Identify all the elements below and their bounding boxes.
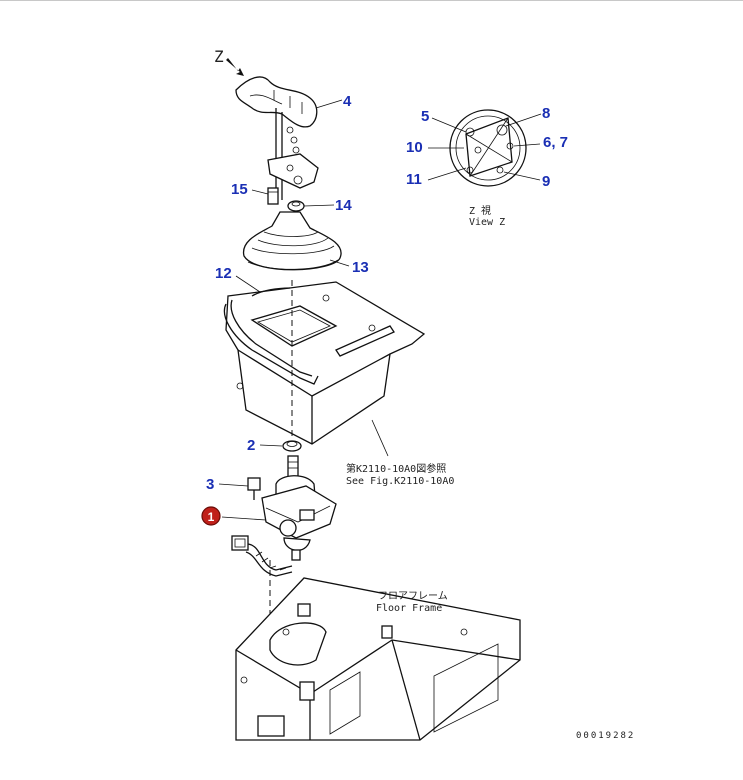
- nut-2: [282, 440, 302, 452]
- view-label-jp: Z 視: [469, 204, 491, 217]
- floor-label-en: Floor Frame: [376, 603, 442, 614]
- ref-note-jp: 第K2110-10A0図参照: [346, 462, 446, 475]
- wire-12: [251, 287, 291, 297]
- view-marker-letter: Z: [214, 47, 224, 66]
- callout-4: 4: [343, 93, 352, 110]
- pilot-valve: [261, 455, 337, 561]
- callout-3: 3: [206, 476, 214, 493]
- floor-label-jp: フロアフレーム: [378, 590, 448, 602]
- callout-9: 9: [542, 173, 550, 190]
- connector-harness: [231, 535, 293, 577]
- callout-6-7: 6, 7: [543, 134, 568, 151]
- drawing-number: 00019282: [576, 731, 635, 741]
- bolt-3: [247, 477, 261, 500]
- callout-15: 15: [231, 181, 248, 198]
- ref-note-en: See Fig.K2110-10A0: [346, 476, 454, 487]
- top-border: [0, 0, 743, 1]
- bolt-15: [267, 187, 279, 205]
- callout-1: 1: [208, 510, 215, 524]
- callout-14: 14: [335, 197, 352, 214]
- console-box: [223, 281, 426, 445]
- callout-13: 13: [352, 259, 369, 276]
- callout-11: 11: [406, 171, 422, 188]
- view-arrow-icon: [226, 58, 244, 76]
- leader-lines: [218, 99, 542, 521]
- rubber-boot: [242, 211, 342, 271]
- view-label-en: View Z: [469, 217, 505, 228]
- callout-2: 2: [247, 437, 255, 454]
- callout-8: 8: [542, 105, 550, 122]
- callout-1-badge: 1: [201, 506, 221, 526]
- callout-10: 10: [406, 139, 423, 156]
- callout-5: 5: [421, 108, 429, 125]
- floor-frame: [235, 577, 521, 741]
- lever-grip: [235, 76, 319, 200]
- view-z-marker: Z: [214, 47, 244, 76]
- callout-12: 12: [215, 265, 232, 282]
- nut-14: [287, 200, 305, 212]
